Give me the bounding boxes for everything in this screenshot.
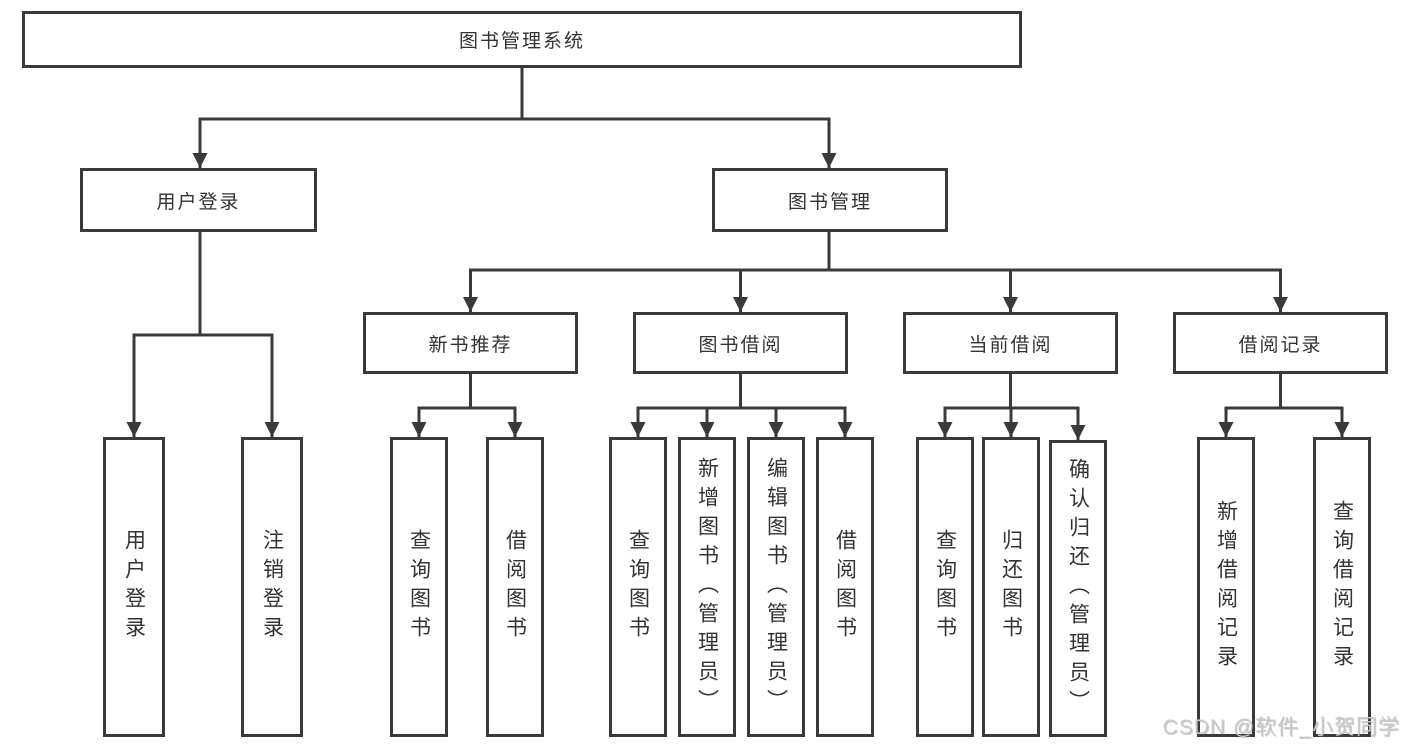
csdn-watermark: CSDN @软件_小贺同学 bbox=[1162, 716, 1400, 739]
leaf-borrow-books: 借阅图书 bbox=[816, 437, 874, 737]
leaf-return-book: 归还图书 bbox=[982, 437, 1040, 737]
leaf-user-login: 用户登录 bbox=[103, 437, 165, 737]
node-borrowing-records: 借阅记录 bbox=[1173, 312, 1388, 374]
leaf-edit-book-admin: 编辑图书（管理员） bbox=[747, 437, 805, 737]
leaf-confirm-return-admin: 确认归还（管理员） bbox=[1049, 440, 1107, 737]
node-book-borrowing: 图书借阅 bbox=[633, 312, 848, 374]
node-user-login: 用户登录 bbox=[80, 168, 317, 232]
node-current-borrowing: 当前借阅 bbox=[903, 312, 1118, 374]
leaf-logout: 注销登录 bbox=[241, 437, 303, 737]
leaf-query-books-current: 查询图书 bbox=[916, 437, 974, 737]
leaf-add-book-admin: 新增图书（管理员） bbox=[678, 437, 736, 737]
node-root-system: 图书管理系统 bbox=[22, 11, 1022, 68]
leaf-borrow-books-recommend: 借阅图书 bbox=[486, 437, 544, 737]
leaf-query-borrow-record: 查询借阅记录 bbox=[1313, 437, 1371, 737]
node-new-book-recommendation: 新书推荐 bbox=[363, 312, 578, 374]
node-book-management: 图书管理 bbox=[712, 168, 948, 232]
leaf-query-books-borrowing: 查询图书 bbox=[609, 437, 667, 737]
leaf-query-books-recommend: 查询图书 bbox=[390, 437, 448, 737]
leaf-add-borrow-record: 新增借阅记录 bbox=[1197, 437, 1255, 737]
